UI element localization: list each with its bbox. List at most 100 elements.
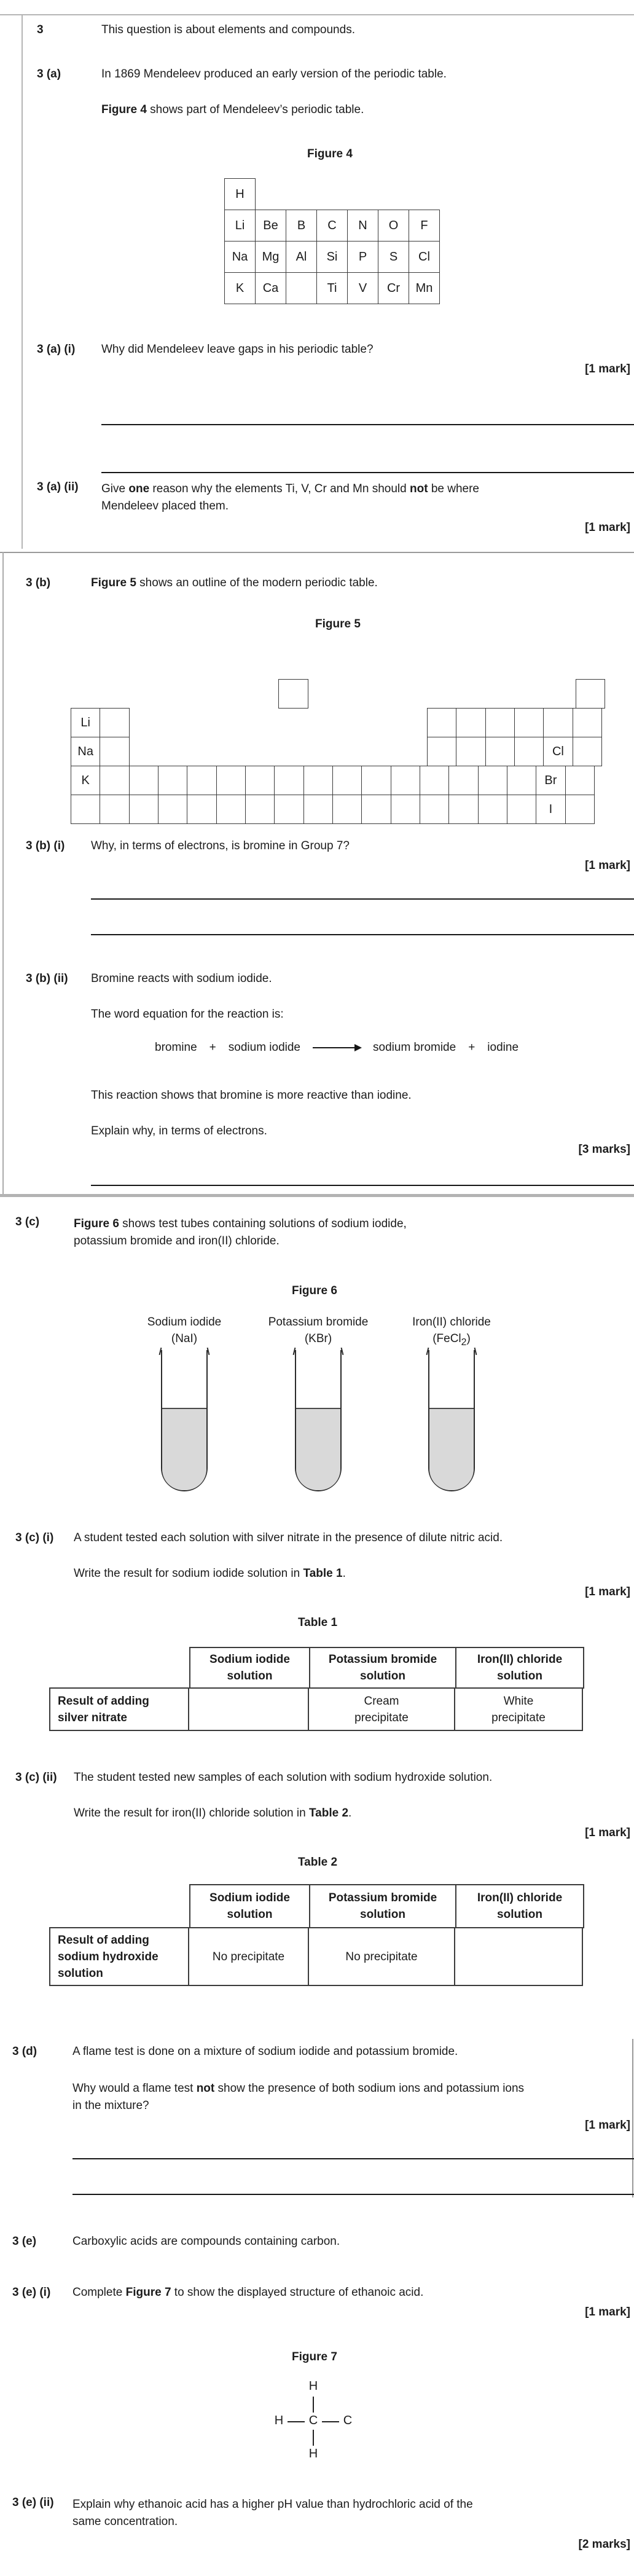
solution-liquid: [429, 1408, 474, 1490]
figure-7-title: Figure 7: [292, 2350, 337, 2363]
marks-3ai: [1 mark]: [585, 363, 630, 375]
page2-page3-separator: [0, 1194, 634, 1197]
result-cell: No precipitate: [308, 1927, 455, 1986]
marks-3eii: [2 marks]: [578, 2538, 631, 2551]
question-3ai-text: Why did Mendeleev leave gaps in his peri…: [101, 343, 374, 356]
solution-formula: (NaI): [171, 1332, 198, 1345]
bond-horizontal-2: [322, 2421, 339, 2422]
marks-3aii: [1 mark]: [585, 521, 630, 534]
text-line: Figure 6 shows test tubes containing sol…: [74, 1217, 407, 1230]
answer-line: [91, 1185, 634, 1186]
answer-line: [72, 2158, 634, 2159]
element-cell-K: K: [71, 766, 101, 795]
right-arrow-icon: [313, 1044, 362, 1051]
solution-formula: (FeCl2): [432, 1332, 471, 1348]
solution-formula: (KBr): [304, 1332, 332, 1345]
marks-3ci: [1 mark]: [585, 1585, 630, 1598]
result-cell-empty: [454, 1927, 583, 1986]
question-3b-text: Figure 5 shows an outline of the modern …: [91, 576, 378, 589]
solution-name: Iron(II) chloride: [412, 1316, 491, 1329]
element-cell-H: H: [224, 178, 256, 210]
tube-rim: [158, 1347, 162, 1356]
question-number-3aii: 3 (a) (ii): [37, 481, 79, 493]
plus-sign: +: [468, 1041, 476, 1054]
bond-vertical-top: [313, 2397, 314, 2413]
hydrogen-cell: [278, 679, 308, 709]
element-cell: Cr: [378, 272, 409, 304]
question-3cii-text: The student tested new samples of each s…: [74, 1771, 493, 1784]
element-cell: Al: [286, 241, 317, 273]
bond-vertical-bottom: [313, 2430, 314, 2446]
question-3d-text: A flame test is done on a mixture of sod…: [72, 2045, 458, 2058]
tube-label-iron-chloride: Iron(II) chloride (FeCl2): [412, 1314, 491, 1351]
question-3c-text: Figure 6 shows test tubes containing sol…: [74, 1215, 407, 1250]
word-equation: bromine + sodium iodide sodium bromide +…: [155, 1041, 519, 1054]
element-cell-gap: [286, 272, 317, 304]
question-number-3c: 3 (c): [15, 1215, 40, 1228]
answer-line: [91, 898, 634, 900]
question-3-text: This question is about elements and comp…: [101, 23, 355, 36]
element-cell: Be: [255, 210, 286, 242]
period3-left-block: Na: [71, 737, 130, 766]
table-2-data-row: Result of adding sodium hydroxide soluti…: [49, 1927, 583, 1986]
mendeleev-periodic-table: H Li Be B C N O F Na Mg Al Si P S Cl K C…: [224, 178, 440, 304]
element-cell: Li: [224, 210, 256, 242]
solution-liquid: [296, 1408, 340, 1490]
atom-C-right: C: [343, 2414, 353, 2427]
period3-right-block: Cl: [426, 737, 602, 766]
period5-row: I: [71, 795, 595, 824]
question-number-3ai: 3 (a) (i): [37, 343, 76, 356]
marks-3bi: [1 mark]: [585, 859, 630, 872]
test-tube-potassium-bromide: [292, 1347, 344, 1491]
figure-4-reference: Figure 4 shows part of Mendeleev’s perio…: [101, 103, 364, 116]
question-number-3eii: 3 (e) (ii): [12, 2496, 54, 2509]
reaction-statement: This reaction shows that bromine is more…: [91, 1089, 412, 1102]
text-line: Mendeleev placed them.: [101, 500, 229, 512]
element-cell-I: I: [536, 795, 566, 824]
element-cell: B: [286, 210, 317, 242]
text-line: Give one reason why the elements Ti, V, …: [101, 482, 479, 495]
question-number-3b: 3 (b): [26, 576, 51, 589]
product-2: iodine: [487, 1041, 519, 1054]
text-line: in the mixture?: [72, 2099, 149, 2112]
table-row: K Ca Ti V Cr Mn: [224, 272, 440, 304]
marks-3cii: [1 mark]: [585, 1826, 630, 1839]
result-cell: No precipitate: [188, 1927, 309, 1986]
text-line: same concentration.: [72, 2515, 178, 2528]
reactant-2: sodium iodide: [228, 1041, 301, 1054]
figure-4-title: Figure 4: [307, 147, 353, 160]
element-cell: O: [378, 210, 409, 242]
question-3e-text: Carboxylic acids are compounds containin…: [72, 2235, 340, 2248]
product-1: sodium bromide: [373, 1041, 456, 1054]
element-cell-Cl: Cl: [543, 737, 573, 766]
answer-line: [91, 934, 634, 935]
element-cell: P: [347, 241, 378, 273]
solution-name: Sodium iodide: [147, 1316, 222, 1329]
atom-C-central: C: [308, 2414, 318, 2427]
marks-3bii: [3 marks]: [578, 1143, 631, 1156]
reactant-1: bromine: [155, 1041, 197, 1054]
bond-horizontal-1: [288, 2421, 305, 2422]
element-cell: Ca: [255, 272, 286, 304]
marks-3d: [1 mark]: [585, 2119, 630, 2132]
element-cell: Mg: [255, 241, 286, 273]
answer-line: [72, 2194, 634, 2195]
element-cell: K: [224, 272, 256, 304]
modern-periodic-table-outline: Li Na Cl K Br I: [71, 679, 606, 825]
figure-5-title: Figure 5: [315, 618, 361, 630]
helium-cell: [575, 679, 606, 709]
test-tube-sodium-iodide: [158, 1347, 210, 1491]
tube-rim: [340, 1347, 344, 1356]
table-row: Na Mg Al Si P S Cl: [224, 241, 440, 273]
solution-liquid: [162, 1408, 206, 1490]
element-cell-Br: Br: [536, 766, 566, 795]
row-label: Result of adding sodium hydroxide soluti…: [49, 1927, 189, 1986]
